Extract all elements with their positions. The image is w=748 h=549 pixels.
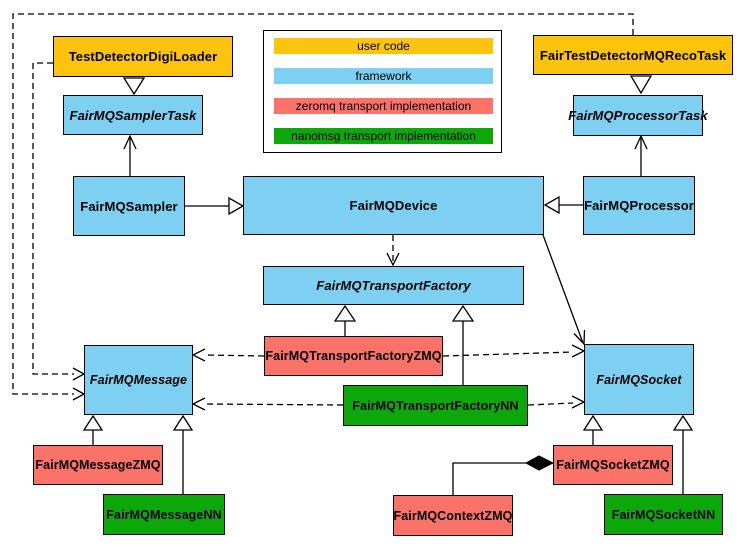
- generalization-transportfactorynn-to-transportfactory: [451, 304, 475, 385]
- generalization-socketnn-to-socket: [672, 414, 694, 494]
- legend: user code framework zeromq transport imp…: [263, 30, 502, 153]
- legend-item-zeromq: zeromq transport implementation: [274, 98, 493, 114]
- node-fairmqsocketnn: FairMQSocketNN: [604, 494, 723, 535]
- generalization-processor-to-device: [543, 195, 583, 215]
- association-processor-to-processortask: [634, 134, 648, 176]
- node-fairmqtransportfactory: FairMQTransportFactory: [263, 266, 524, 305]
- node-fairmqdevice: FairMQDevice: [243, 176, 544, 235]
- node-fairmqsampler: FairMQSampler: [73, 176, 185, 236]
- dependency-transportfactorynn-to-socket: [527, 395, 586, 409]
- dependency-transportfactoryzmq-to-message: [191, 348, 265, 362]
- node-fairmqsocket: FairMQSocket: [584, 344, 694, 415]
- generalization-recotask-to-processortask: [629, 75, 653, 95]
- dependency-transportfactorynn-to-message: [191, 397, 344, 411]
- generalization-messagenn-to-message: [172, 414, 194, 494]
- legend-item-framework: framework: [274, 68, 493, 84]
- legend-item-nanomsg: nanomsg transport implementation: [274, 128, 493, 144]
- node-fairmqprocessortask: FairMQProcessorTask: [568, 95, 708, 136]
- node-fairmqmessage: FairMQMessage: [84, 345, 193, 415]
- node-fairmqtransportfactorynn: FairMQTransportFactoryNN: [343, 385, 528, 426]
- generalization-messagezmq-to-message: [82, 414, 104, 445]
- node-fairmqcontextzmq: FairMQContextZMQ: [393, 495, 513, 536]
- node-fairmqtransportfactoryzmq: FairMQTransportFactoryZMQ: [264, 336, 443, 376]
- node-testdetectordigiloader: TestDetectorDigiLoader: [53, 36, 233, 77]
- dependency-transportfactoryzmq-to-socket: [442, 344, 586, 358]
- generalization-socketzmq-to-socket: [582, 414, 604, 445]
- generalization-digiloader-to-samplertask: [122, 77, 146, 96]
- node-fairmqsamplertask: FairMQSamplerTask: [63, 95, 203, 135]
- association-device-to-socket: [542, 234, 586, 346]
- node-fairtestdetectormqrecotask: FairTestDetectorMQRecoTask: [533, 35, 733, 75]
- node-fairmqmessagenn: FairMQMessageNN: [103, 494, 225, 535]
- generalization-sampler-to-device: [185, 196, 245, 216]
- node-fairmqprocessor: FairMQProcessor: [583, 176, 695, 235]
- legend-item-user-code: user code: [274, 38, 493, 54]
- generalization-transportfactoryzmq-to-transportfactory: [333, 304, 357, 336]
- dependency-device-to-transportfactory: [386, 235, 400, 267]
- node-fairmqmessagezmq: FairMQMessageZMQ: [33, 445, 163, 485]
- composition-contextzmq-to-socketzmq: [452, 455, 555, 495]
- association-sampler-to-samplertask: [123, 134, 137, 176]
- node-fairmqsocketzmq: FairMQSocketZMQ: [553, 445, 673, 485]
